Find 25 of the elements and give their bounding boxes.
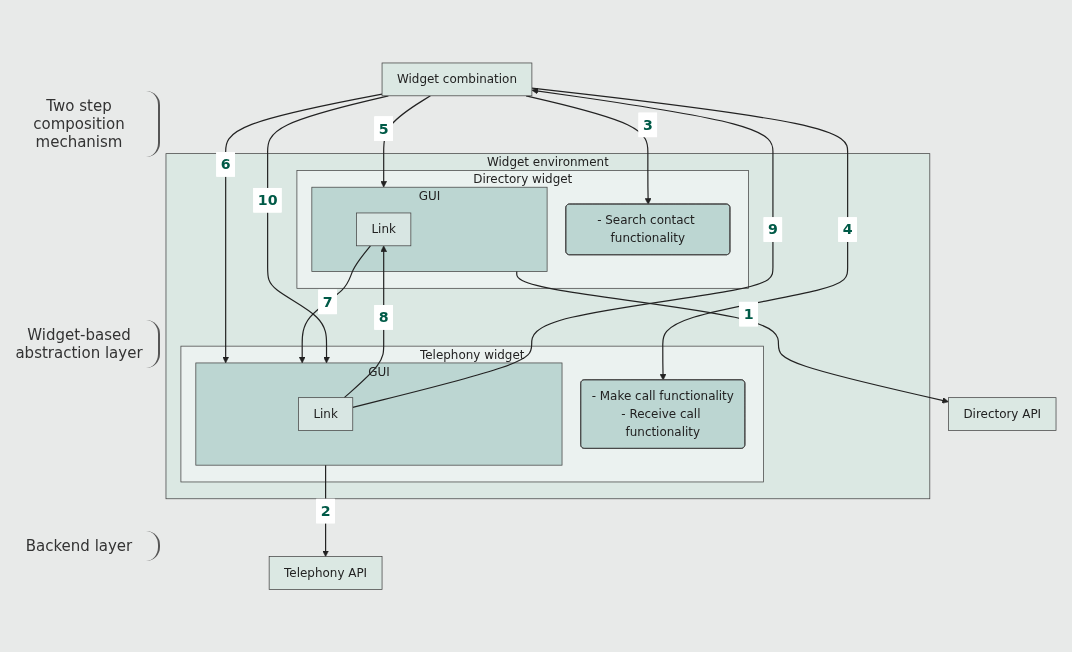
node-box: Telephony API — [268, 556, 383, 590]
node-box: Link — [298, 397, 354, 431]
arrow — [531, 87, 849, 381]
arrow — [516, 270, 949, 404]
edge-label: 3 — [642, 116, 653, 133]
arrow — [298, 245, 372, 364]
edge-label: 7 — [322, 293, 333, 310]
node-box: Directory API — [948, 397, 1057, 431]
edge-label: 8 — [378, 308, 389, 326]
layer-label: Two step composition mechanism — [10, 91, 160, 158]
layer-label: Widget-based abstraction layer — [10, 320, 160, 368]
edge-label: 9 — [767, 220, 778, 238]
node-box: Widget combination — [381, 62, 533, 96]
edge-label: 6 — [220, 155, 231, 172]
edge-label: 5 — [378, 119, 389, 137]
layer-label: Backend layer — [10, 530, 160, 561]
edge-label: 2 — [320, 502, 331, 519]
node-box: Link — [356, 212, 412, 246]
arrow — [222, 93, 383, 364]
edge-label: 10 — [257, 191, 278, 208]
arrow — [267, 95, 389, 364]
arrow — [525, 95, 652, 205]
edge-label: 1 — [743, 305, 754, 322]
arrow — [352, 87, 774, 408]
edge-label: 4 — [842, 220, 853, 238]
